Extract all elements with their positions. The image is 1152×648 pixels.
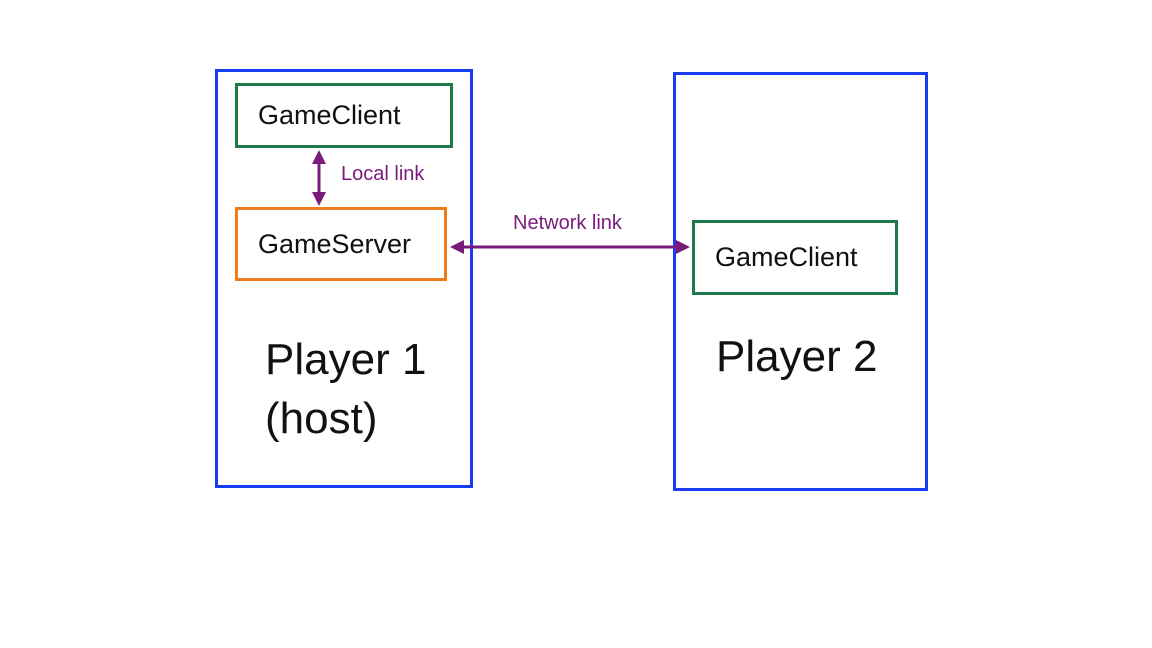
player-1-role: (host) [265,394,378,444]
local-link-label: Local link [341,163,425,185]
player-2-name: Player 2 [716,332,878,381]
player-2-label: Player 2 [716,327,877,386]
player-1-gameclient-box: GameClient [235,83,453,148]
player-2-gameclient-box: GameClient [692,220,898,295]
player-1-label: Player 1 (host) [265,330,426,449]
player-1-box [215,69,473,488]
player-2-box [673,72,928,491]
player-1-gameserver-label: GameServer [258,228,412,259]
player-1-name: Player 1 [265,335,427,384]
player-2-gameclient-label: GameClient [715,242,858,272]
network-link-label: Network link [513,212,622,234]
local-link-arrow [312,150,326,206]
player-1-gameclient-label: GameClient [258,100,401,130]
player-1-gameserver-box: GameServer [235,207,447,281]
network-link-arrow [450,240,690,254]
